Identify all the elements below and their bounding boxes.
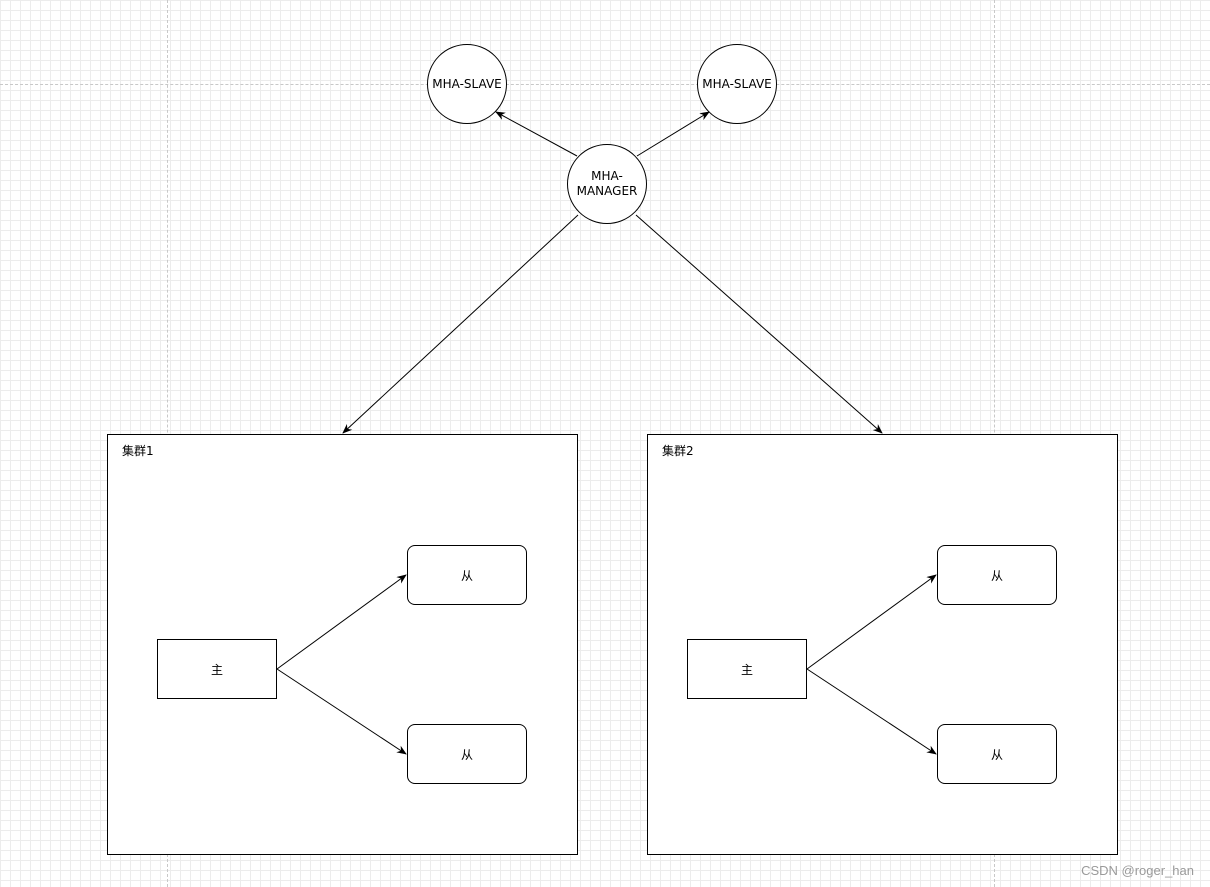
- watermark: CSDN @roger_han: [1081, 863, 1194, 878]
- mha-slave-node-right[interactable]: MHA-SLAVE: [697, 44, 777, 124]
- edge-cluster-2-master-to-replica-2[interactable]: [806, 668, 937, 755]
- cluster-1-replica-node-2[interactable]: 从: [407, 724, 527, 784]
- cluster-2-replica-label: 从: [990, 568, 1003, 583]
- edge-manager-to-cluster-2[interactable]: [635, 214, 883, 434]
- cluster-2-replica-node-2[interactable]: 从: [937, 724, 1057, 784]
- edge-cluster-1-master-to-replica-1[interactable]: [276, 574, 407, 670]
- cluster-2-master-node[interactable]: 主: [687, 639, 807, 699]
- cluster-1-replica-label: 从: [460, 568, 473, 583]
- edge-manager-to-cluster-1[interactable]: [342, 214, 579, 434]
- mha-manager-label: MHA-MANAGER: [576, 169, 638, 198]
- mha-manager-node[interactable]: MHA-MANAGER: [567, 144, 647, 224]
- cluster-2-title: 集群2: [662, 444, 694, 458]
- cluster-1-replica-node-1[interactable]: 从: [407, 545, 527, 605]
- cluster-1-master-node[interactable]: 主: [157, 639, 277, 699]
- cluster-1-title: 集群1: [122, 444, 154, 458]
- edge-cluster-2-master-to-replica-1[interactable]: [806, 574, 937, 670]
- cluster-2-replica-label: 从: [990, 747, 1003, 762]
- edge-manager-to-slave-right[interactable]: [636, 111, 710, 157]
- cluster-2-replica-node-1[interactable]: 从: [937, 545, 1057, 605]
- cluster-2-master-label: 主: [740, 662, 753, 677]
- page-guide-horizontal: [0, 84, 1210, 85]
- mha-slave-node-left[interactable]: MHA-SLAVE: [427, 44, 507, 124]
- mha-slave-label: MHA-SLAVE: [432, 76, 502, 91]
- mha-slave-label: MHA-SLAVE: [702, 76, 772, 91]
- cluster-1-master-label: 主: [210, 662, 223, 677]
- cluster-1-replica-label: 从: [460, 747, 473, 762]
- edge-manager-to-slave-left[interactable]: [495, 111, 578, 157]
- edge-cluster-1-master-to-replica-2[interactable]: [276, 668, 407, 755]
